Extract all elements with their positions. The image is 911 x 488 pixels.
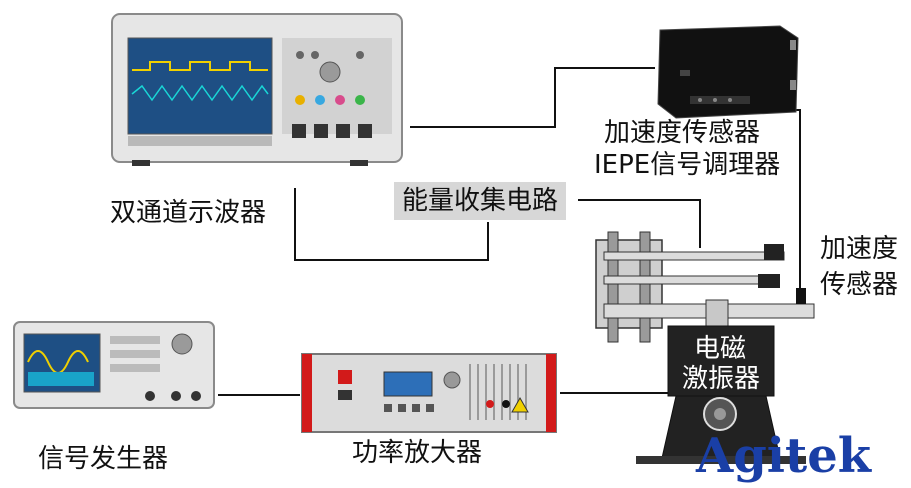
amplifier-label: 功率放大器 [352,438,483,468]
wire-scope-conditioner [410,67,655,128]
signal-generator-device [13,321,215,409]
iepe-conditioner-label-line1: 加速度传感器 [604,118,761,148]
agitek-logo: Agitek [696,428,872,484]
iepe-conditioner-device [657,25,799,119]
wire-harvest-beam [578,199,701,248]
beam-fixture [595,231,815,343]
wire-scope-harvest [294,188,489,261]
sensor-label-line2: 传感器 [820,270,899,300]
shaker-label-line1: 电磁 [694,334,747,364]
signal-generator-label: 信号发生器 [38,444,169,474]
shaker-device [636,325,806,464]
iepe-conditioner-label-line2: IEPE信号调理器 [594,150,781,180]
shaker-label-line2: 激振器 [682,364,761,394]
power-amplifier-device [301,353,557,433]
oscilloscope-label: 双通道示波器 [110,198,267,228]
sensor-label-line1: 加速度 [820,234,899,264]
oscilloscope-device [111,13,403,166]
wire-conditioner-sensor [790,109,801,292]
harvest-circuit-label: 能量收集电路 [394,182,567,220]
